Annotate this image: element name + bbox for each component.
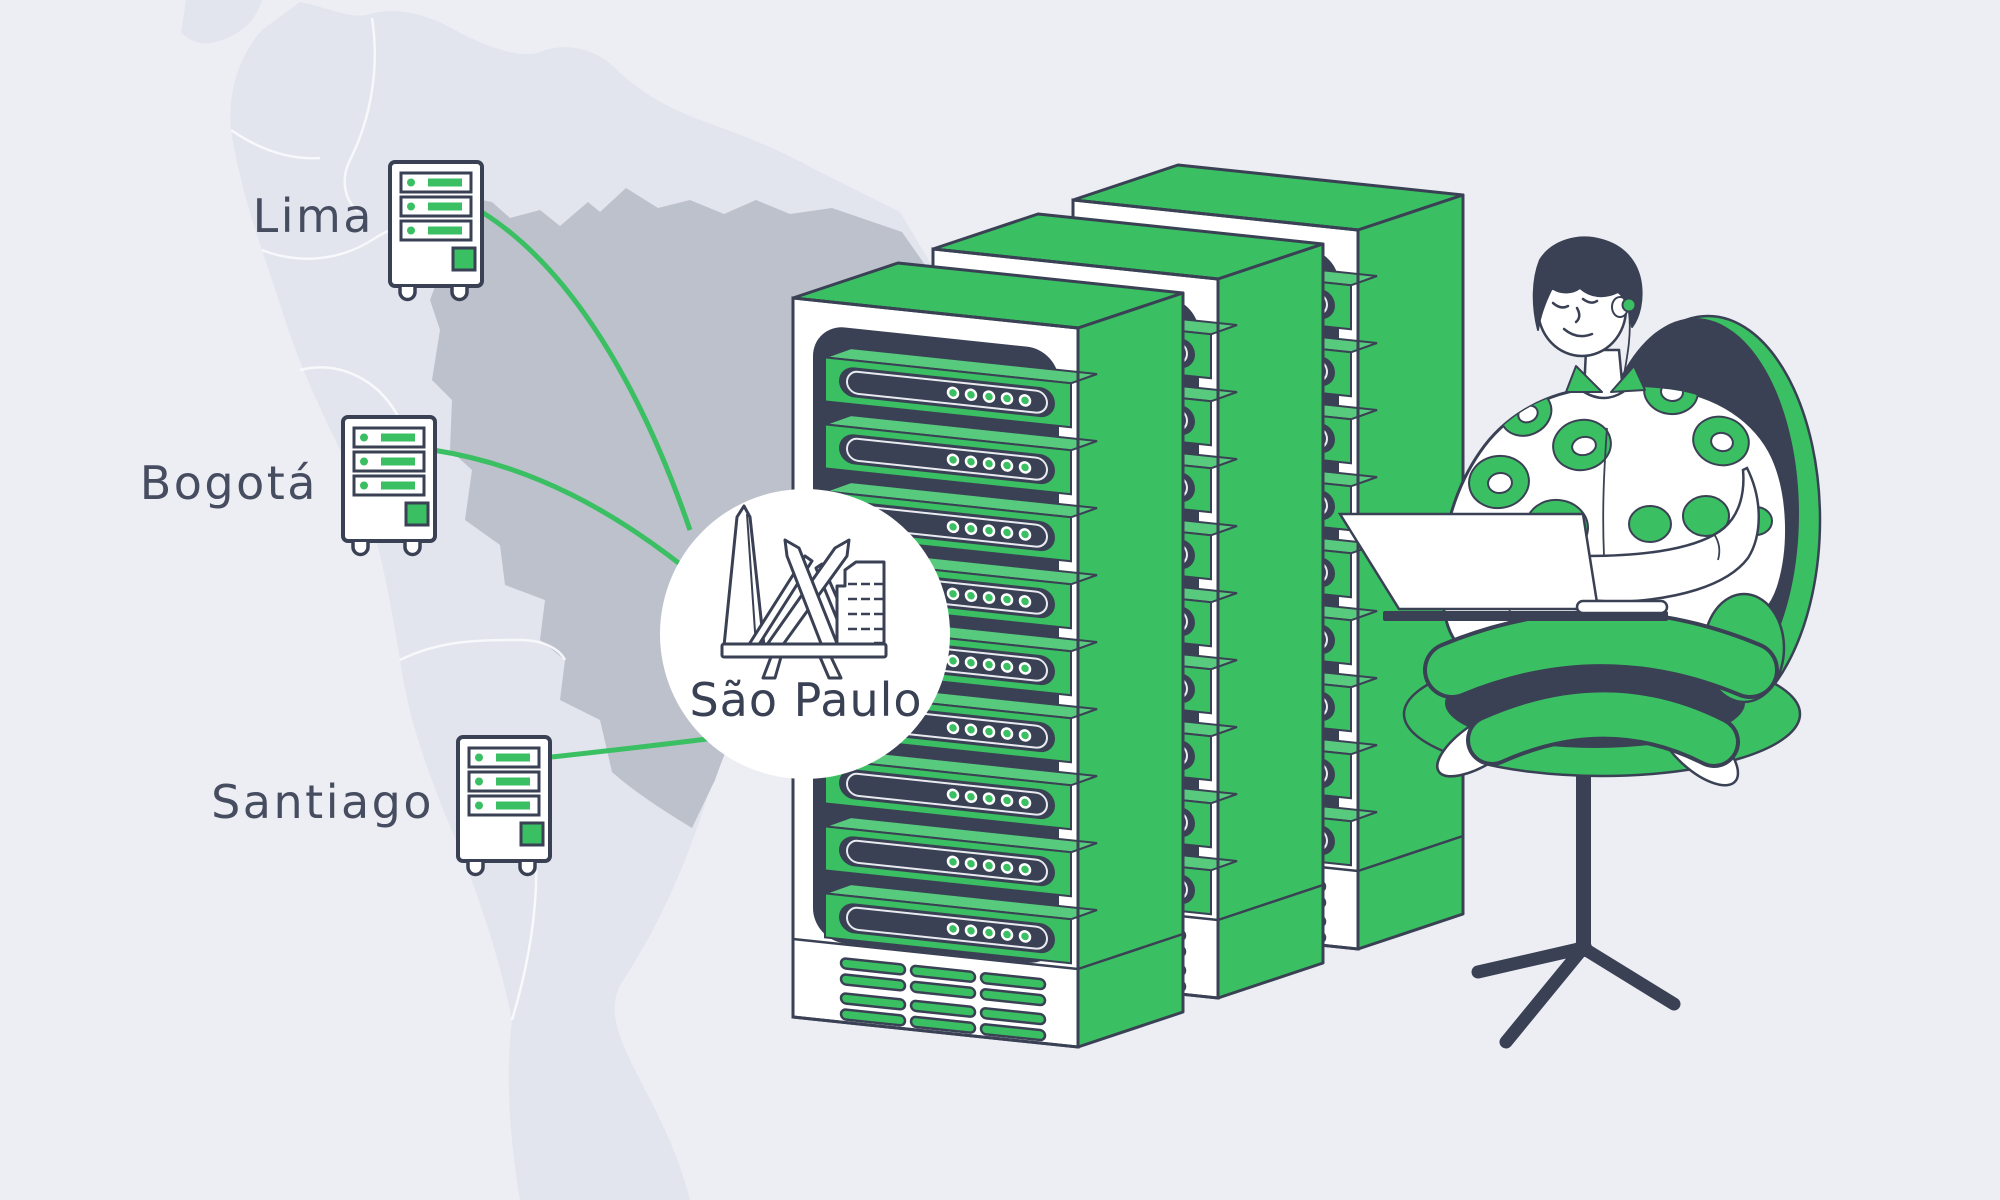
laptop-base [1575, 599, 1669, 615]
link-santiago-saopaulo [551, 735, 716, 760]
santiago-server-icon [456, 735, 552, 877]
network-links [432, 202, 716, 760]
link-bogota-saopaulo [432, 447, 702, 582]
person-with-laptop [1337, 236, 1822, 1049]
city-lima: Lima [253, 160, 484, 302]
lima-label: Lima [253, 189, 374, 243]
person-head [1532, 236, 1643, 358]
shirt-collar [1565, 365, 1646, 393]
hair [1532, 236, 1643, 331]
face-features [1547, 281, 1599, 338]
central-america-landmass [181, 0, 262, 44]
badge-circle [660, 489, 950, 779]
chair-pedestal [1471, 756, 1681, 1049]
lima-server-icon [388, 160, 484, 302]
city-bogota: Bogotá [140, 415, 437, 557]
datacenter-label: São Paulo [689, 673, 922, 727]
sao-paulo-landmarks-icon [720, 504, 888, 680]
bogota-label: Bogotá [140, 456, 318, 510]
city-santiago: Santiago [211, 735, 552, 877]
wrist-line [1713, 533, 1721, 561]
sao-paulo-badge: São Paulo [660, 489, 950, 779]
person-legs [1423, 592, 1786, 787]
earbud-icon [1621, 297, 1637, 313]
santiago-label: Santiago [211, 775, 434, 829]
bogota-server-icon [341, 415, 437, 557]
link-lima-saopaulo [468, 202, 693, 531]
laptop [1337, 512, 1669, 621]
